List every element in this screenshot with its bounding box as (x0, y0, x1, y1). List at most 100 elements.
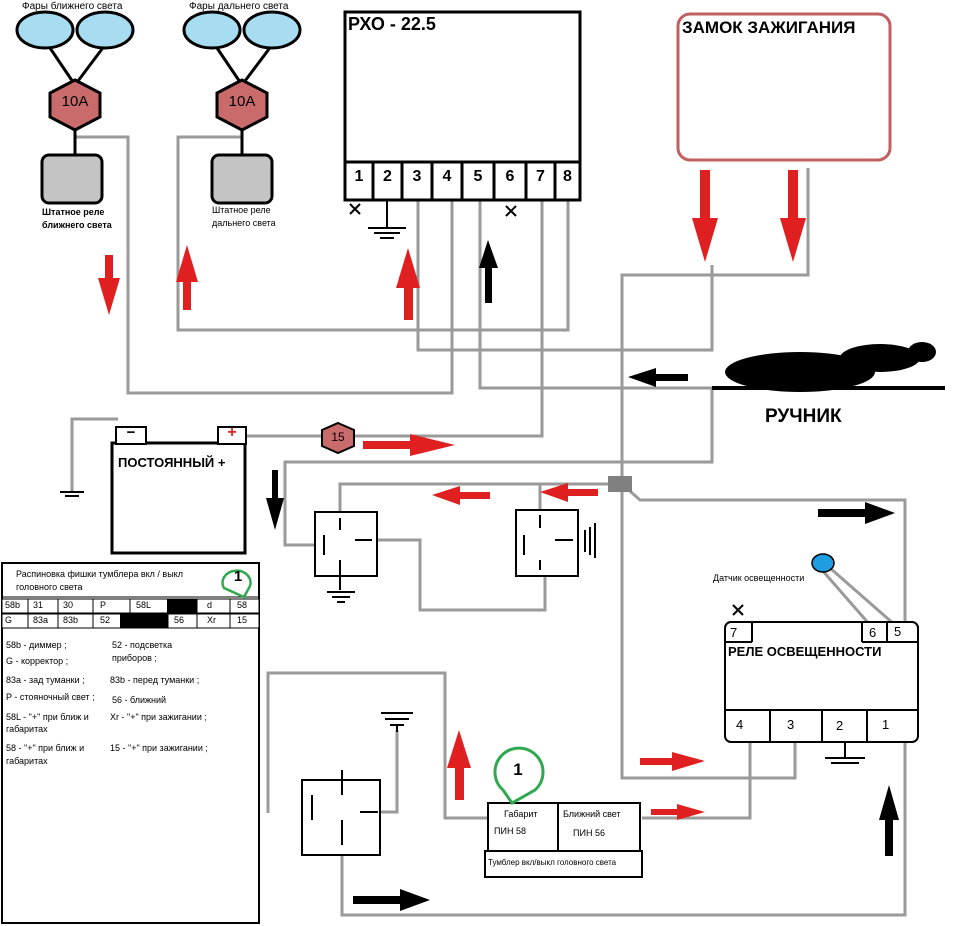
rho-pin-4: 4 (442, 168, 452, 185)
wire-pin5-handbrake (478, 200, 712, 390)
high-beam-lamp-left (182, 10, 242, 50)
sensor-label: Датчик освещенности (713, 573, 805, 583)
low-beam-lamps (15, 10, 135, 205)
legend-1b: 52 - подсветка (112, 640, 173, 650)
pin-r1c4: P (100, 600, 107, 610)
high-beam-fuse-label: 10A (228, 93, 256, 110)
pinout-callout: 1 (233, 568, 243, 585)
pin-r1c2: 31 (33, 600, 44, 610)
nc-marks (349, 203, 744, 616)
high-beam-lamps (182, 10, 302, 205)
wire-battery-ground (70, 417, 118, 492)
rho-pin-2: 2 (383, 168, 392, 185)
wire-bottom-relay-ground (380, 730, 399, 814)
pin-r2c2: 83a (33, 615, 49, 625)
light-sensor (811, 553, 835, 573)
handbrake-symbol (712, 342, 945, 392)
wire-pin7-battery (244, 200, 544, 438)
relay-bottom (301, 712, 413, 856)
wire-high-relay (176, 135, 570, 332)
pin-r2c1: G (5, 615, 13, 625)
headlight-switch (484, 746, 643, 878)
ignition-title: ЗАМОК ЗАЖИГАНИЯ (682, 18, 856, 37)
legend-5a: P - стояночный свет ; (6, 692, 95, 702)
high-beam-label: Фары дальнего света (189, 1, 289, 12)
battery-fuse (321, 421, 355, 455)
pin-r2c3: 83b (63, 615, 79, 625)
legend-4b: 83b - перед туманки ; (110, 675, 200, 685)
battery-minus: − (126, 424, 136, 441)
low-beam-relay (40, 153, 104, 205)
legend-6b: Xr - "+" при зажигании ; (110, 712, 207, 722)
low-beam-lamp-right (75, 10, 135, 50)
switch-caption: Тумблер вкл/выкл головного света (488, 858, 617, 867)
wire-bottom-left (266, 671, 490, 820)
light-relay-pin-6: 6 (869, 625, 877, 640)
rho-title: РХО - 22.5 (348, 14, 436, 34)
battery-fuse-label: 15 (331, 430, 345, 444)
pin-r1c3: 30 (63, 600, 74, 610)
legend-6a: 58L - "+" при ближ и (6, 712, 89, 722)
pin-r2c8: 15 (237, 615, 248, 625)
pin-r1c1: 58b (5, 600, 21, 610)
low-beam-fuse-label: 10A (61, 93, 89, 110)
wire-relays-link (376, 538, 547, 612)
switch-callout-bubble (493, 746, 545, 805)
battery-minus-terminal (115, 426, 147, 445)
splice-point (608, 476, 632, 492)
pin-r1c8: 58 (237, 600, 248, 610)
battery-label: ПОСТОЯННЫЙ + (118, 455, 226, 470)
arrows (98, 170, 899, 911)
pin-r1c5: 58L (136, 600, 152, 610)
legend-2b: приборов ; (112, 653, 157, 663)
wire-handbrake-relay (283, 388, 714, 547)
rho-pin-6: 6 (505, 168, 515, 185)
light-relay (724, 553, 919, 764)
pin-r2c7: Xr (207, 615, 216, 625)
rho-pin-3: 3 (412, 168, 422, 185)
switch-cell1-pin: ПИН 58 (494, 826, 526, 836)
relay-left (314, 511, 378, 603)
ignition-lock (676, 12, 892, 162)
wire-pin3 (720, 740, 797, 780)
rho-pin-5: 5 (473, 168, 483, 185)
rho-pin-8: 8 (563, 168, 572, 185)
pin-r2c4: 52 (100, 615, 111, 625)
high-beam-relay (210, 153, 274, 205)
wire-bottom-return (340, 740, 907, 917)
rho-module (343, 10, 582, 239)
legend-9a: габаритах (6, 756, 48, 766)
light-relay-title: РЕЛЕ ОСВЕЩЕННОСТИ (728, 644, 882, 659)
pinout-title-2: головного света (16, 582, 83, 592)
high-relay-label-2: дальнего света (212, 218, 276, 228)
wire-bus-pin5 (621, 482, 907, 625)
handbrake-label: РУЧНИК (765, 406, 842, 427)
low-relay-label-2: ближнего света (42, 220, 112, 230)
light-relay-pin-3: 3 (787, 717, 795, 732)
low-beam-lamp-left (15, 10, 75, 50)
high-beam-lamp-right (242, 10, 302, 50)
light-relay-pin-4: 4 (736, 717, 744, 732)
light-relay-pin-7: 7 (730, 625, 738, 640)
switch-cell2-pin: ПИН 56 (573, 828, 605, 838)
legend-8b: 15 - "+" при зажигании ; (110, 743, 208, 753)
light-relay-pin-2: 2 (836, 718, 844, 733)
legend-4a: 83a - зад туманки ; (6, 675, 85, 685)
switch-cell1-title: Габарит (504, 809, 538, 819)
low-beam-label: Фары ближнего света (22, 1, 123, 12)
pin-r1c7: d (207, 600, 213, 610)
battery-plus-terminal (217, 426, 247, 445)
battery (60, 421, 355, 555)
wire-ignition-bus (620, 168, 810, 780)
light-relay-pin-1: 1 (882, 717, 890, 732)
rho-pin-1: 1 (354, 168, 364, 185)
pinout-title-1: Распиновка фишки тумблера вкл / выкл (16, 569, 183, 579)
low-relay-label-1: Штатное реле (42, 207, 105, 217)
relay-right (515, 509, 596, 577)
rho-pin-7: 7 (536, 168, 545, 185)
pinout-panel (1, 562, 260, 924)
pin-r2c6: 56 (174, 615, 185, 625)
switch-cell2-title: Ближний свет (563, 809, 621, 819)
